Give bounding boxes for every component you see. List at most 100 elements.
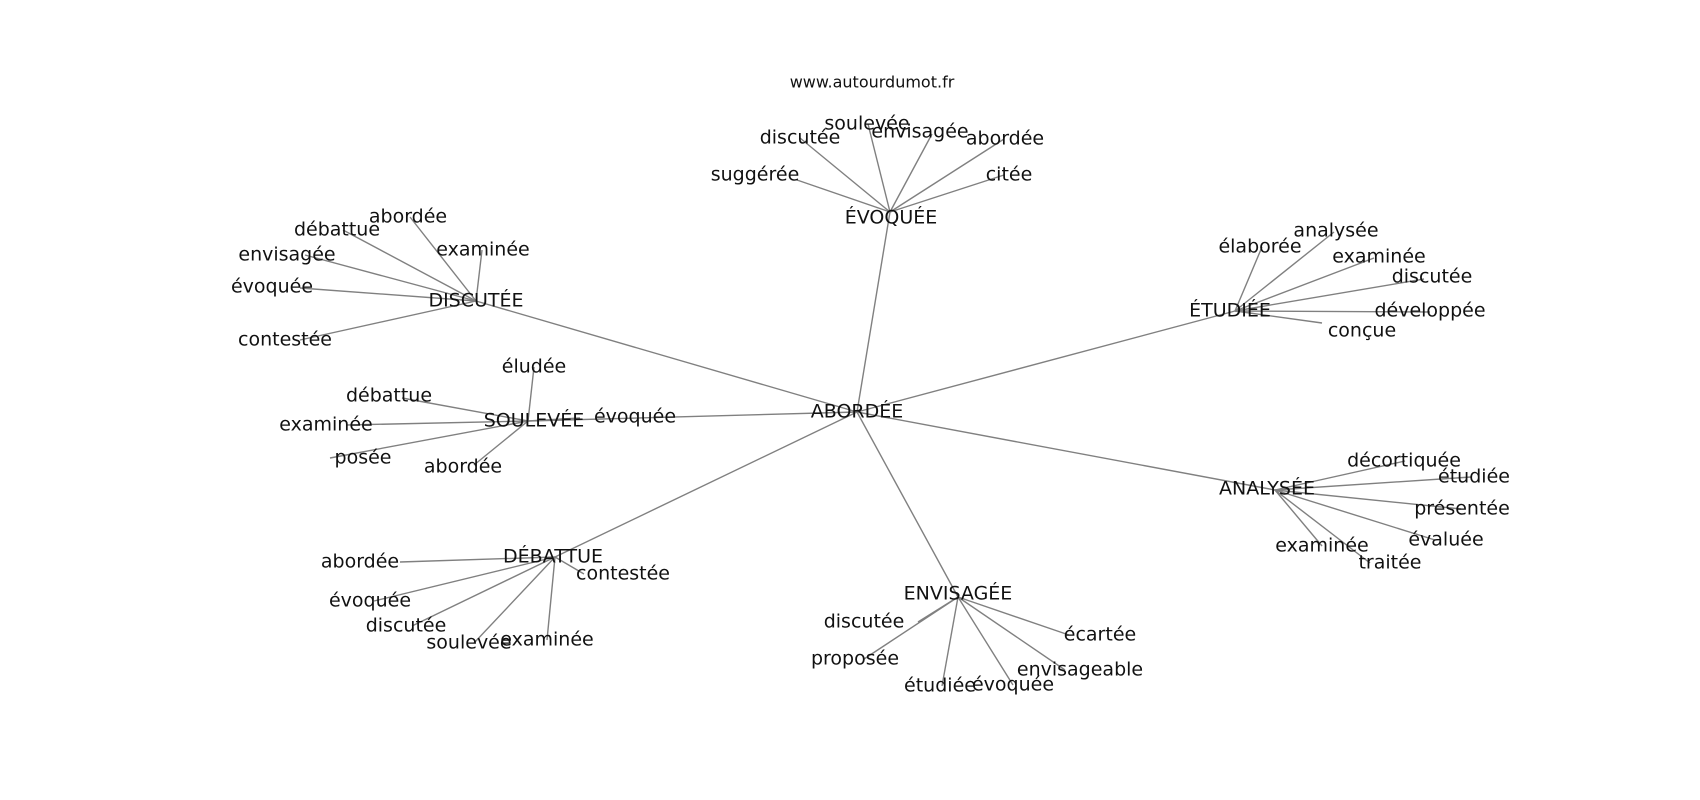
leaf-node-label: examinée	[1275, 535, 1368, 557]
hub-leaf-edge	[304, 254, 477, 302]
hub-leaf-edge	[346, 420, 529, 426]
hub-leaf-edge	[329, 420, 529, 459]
hub-leaf-edge	[796, 179, 891, 213]
hub-leaf-edge	[799, 137, 891, 213]
hub-leaf-edge	[299, 287, 477, 302]
leaf-node-label: discutée	[760, 127, 841, 149]
hub-leaf-edge	[957, 596, 1066, 671]
leaf-node-label: examinée	[279, 414, 372, 436]
hub-leaf-edge	[957, 596, 1014, 686]
hub-leaf-edge	[527, 417, 581, 422]
hub-node-label: DÉBATTUE	[503, 545, 603, 568]
hub-leaf-edge	[1234, 257, 1375, 312]
hub-node-label: ENVISAGÉE	[904, 582, 1013, 605]
leaf-node-label: traitée	[1358, 552, 1421, 574]
hub-leaf-edge	[1234, 231, 1335, 312]
hub-leaf-edge	[1274, 489, 1436, 541]
graph-labels: www.autourdumot.fr ABORDÉE ÉVOQUÉE soulevé…	[231, 73, 1510, 697]
leaf-node-label: évoquée	[594, 406, 676, 428]
hub-leaf-edge	[342, 229, 477, 302]
hub-leaf-edge	[1234, 310, 1323, 324]
hub-leaf-edge	[409, 216, 477, 302]
hub-leaf-edge	[1234, 310, 1431, 313]
leaf-node-label: décortiquée	[1347, 450, 1461, 472]
hub-leaf-edge	[299, 300, 477, 341]
leaf-node-label: évoquée	[972, 674, 1054, 696]
leaf-node-label: proposée	[811, 648, 899, 670]
hub-leaf-edge	[867, 123, 891, 213]
hub-leaf-edge	[1274, 460, 1406, 491]
leaf-node-label: évaluée	[1408, 529, 1483, 551]
leaf-node-label: abordée	[424, 456, 502, 478]
leaf-node-label: étudiée	[1438, 466, 1510, 488]
leaf-node-label: posée	[335, 447, 392, 469]
root-hub-edge	[856, 310, 1236, 413]
leaf-node-label: citée	[986, 164, 1033, 186]
leaf-node-label: élaborée	[1218, 236, 1301, 258]
hub-leaf-edge	[527, 366, 535, 422]
hub-node-label: SOULEVÉE	[484, 409, 585, 432]
leaf-node-label: conçue	[1328, 320, 1396, 342]
hub-leaf-edge	[1274, 476, 1472, 491]
root-hub-edge	[856, 411, 959, 598]
hub-leaf-edge	[1234, 278, 1425, 312]
hub-leaf-edge	[546, 556, 556, 641]
leaf-node-label: examinée	[436, 239, 529, 261]
hub-leaf-edge	[554, 556, 585, 575]
leaf-node-label: examinée	[1332, 246, 1425, 268]
hub-node-label: ANALYSÉE	[1219, 477, 1315, 500]
leaf-node-label: soulevée	[824, 113, 909, 135]
root-hub-edge	[554, 411, 858, 558]
leaf-node-label: développée	[1374, 300, 1485, 322]
hub-leaf-edge	[401, 397, 529, 422]
graph-edges	[299, 123, 1472, 687]
leaf-node-label: contestée	[238, 329, 332, 351]
hub-leaf-edge	[1274, 489, 1371, 564]
leaf-node-label: envisagée	[238, 244, 335, 266]
hub-node-label: ÉVOQUÉE	[845, 206, 938, 229]
hub-leaf-edge	[473, 420, 529, 466]
leaf-node-label: envisageable	[1017, 659, 1143, 681]
hub-leaf-edge	[1234, 246, 1263, 312]
leaf-node-label: examinée	[500, 629, 593, 651]
leaf-node-label: présentée	[1414, 498, 1510, 520]
hub-leaf-edge	[373, 556, 556, 602]
leaf-node-label: écartée	[1064, 624, 1136, 646]
leaf-node-label: discutée	[1392, 266, 1473, 288]
root-node-label: ABORDÉE	[811, 400, 904, 423]
hub-leaf-edge	[1274, 489, 1462, 510]
hub-node-label: ÉTUDIÉE	[1189, 299, 1271, 322]
leaf-node-label: envisagée	[871, 121, 968, 143]
hub-leaf-edge	[941, 596, 959, 687]
hub-leaf-edge	[889, 133, 933, 213]
hub-leaf-edge	[957, 596, 1070, 636]
leaf-node-label: éludée	[502, 356, 566, 378]
hub-node-label: DISCUTÉE	[428, 289, 523, 312]
leaf-node-label: contestée	[576, 563, 670, 585]
leaf-node-label: débattue	[294, 219, 380, 241]
leaf-node-label: discutée	[824, 611, 905, 633]
hub-leaf-edge	[889, 174, 1005, 213]
hub-leaf-edge	[889, 138, 1005, 213]
leaf-node-label: analysée	[1293, 220, 1378, 242]
hub-leaf-edge	[473, 556, 556, 644]
leaf-node-label: évoquée	[231, 276, 313, 298]
leaf-node-label: suggérée	[711, 164, 800, 186]
root-hub-edge	[856, 211, 891, 413]
leaf-node-label: discutée	[366, 615, 447, 637]
root-hub-edge	[527, 411, 858, 422]
hub-leaf-edge	[863, 596, 959, 660]
leaf-node-label: abordée	[321, 551, 399, 573]
hub-leaf-edge	[475, 249, 483, 302]
hub-leaf-edge	[1274, 489, 1323, 547]
leaf-node-label: soulevée	[426, 632, 511, 654]
hub-leaf-edge	[399, 556, 556, 563]
root-hub-edge	[475, 300, 858, 413]
site-watermark: www.autourdumot.fr	[790, 73, 955, 92]
root-hub-edge	[856, 411, 1276, 491]
leaf-node-label: évoquée	[329, 590, 411, 612]
leaf-node-label: étudiée	[904, 675, 976, 697]
leaf-node-label: abordée	[966, 128, 1044, 150]
